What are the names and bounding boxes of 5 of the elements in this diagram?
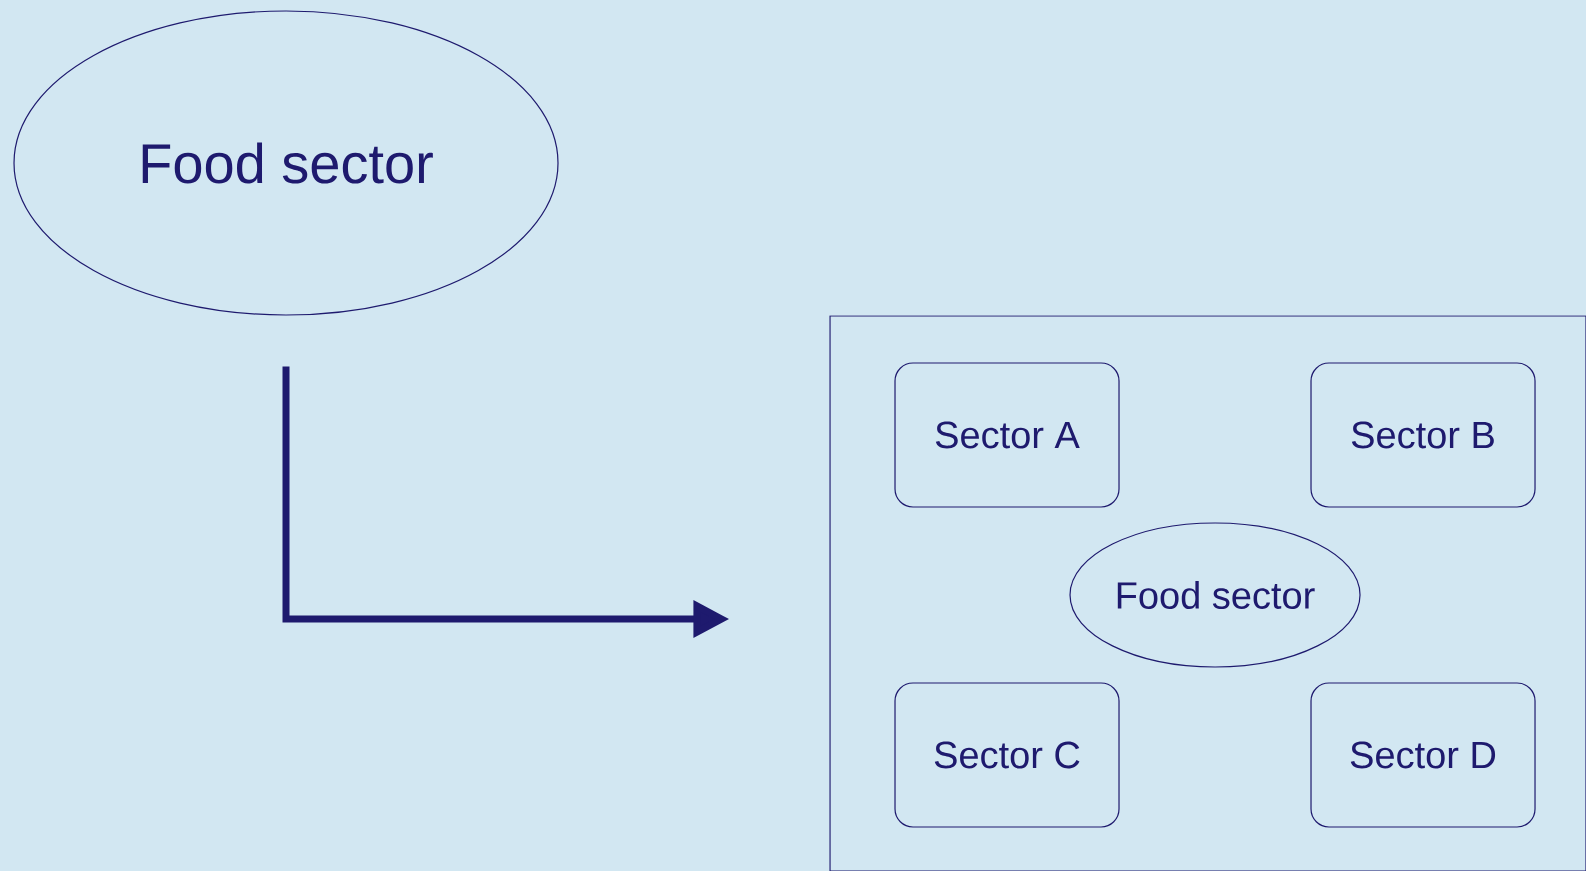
frame-box bbox=[829, 315, 1586, 871]
rounded-box: Sector A bbox=[894, 362, 1120, 508]
rounded-box: Sector B bbox=[1310, 362, 1536, 508]
rounded-box: Sector C bbox=[894, 682, 1120, 828]
rounded-box: Sector D bbox=[1310, 682, 1536, 828]
